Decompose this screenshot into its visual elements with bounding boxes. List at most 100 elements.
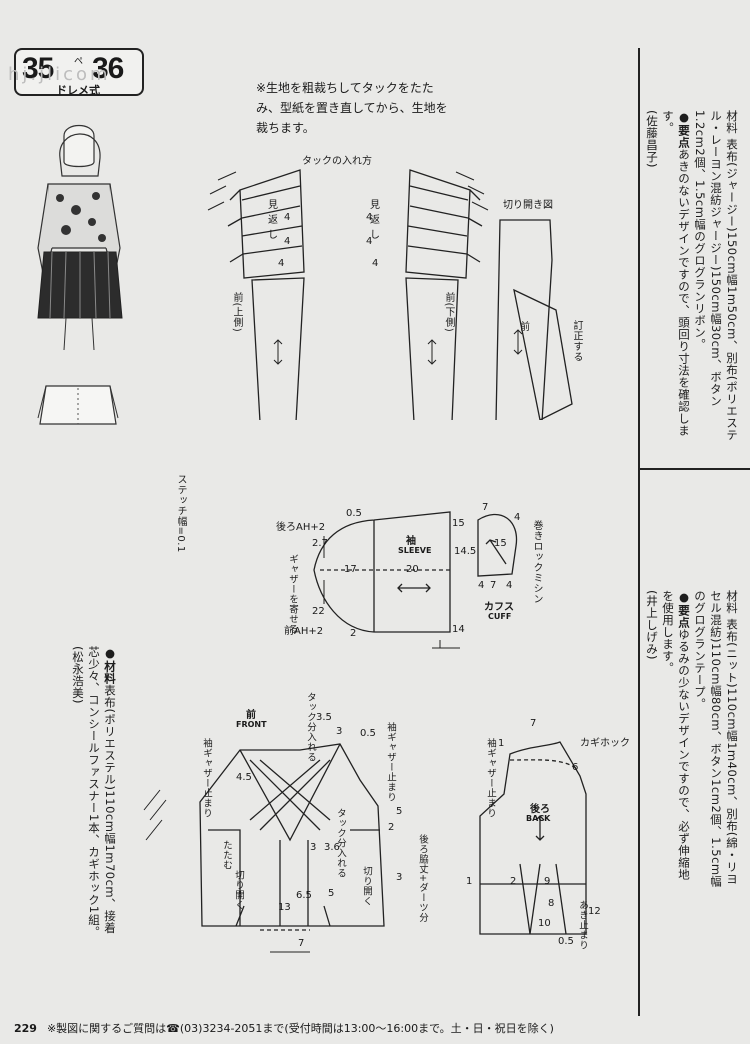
footer: 229 ※製図に関するご質問は☎(03)3234-2051まで(受付時間は13:0… — [14, 1020, 554, 1036]
sleeve-17: 17 — [344, 564, 357, 575]
front-35: 3.5 — [316, 712, 332, 723]
front-3b: 3 — [310, 842, 317, 853]
drafting-method: ドレメ式 — [56, 84, 100, 97]
sleeve-2: 2 — [350, 628, 357, 639]
front-5b: 5 — [328, 888, 335, 899]
back-2: 2 — [510, 876, 517, 887]
tuck-4d: 4 — [366, 212, 373, 223]
front-label-en: FRONT — [236, 720, 267, 729]
materials-bottom-right-point: ゆるみの少ないデザインですので、必ず伸縮地を使用します。 — [661, 590, 691, 881]
back-label-en: BACK — [526, 814, 551, 823]
page-number-badge: 35 ペ 36 ドレメ式 — [14, 48, 144, 97]
sleeve-20: 20 — [406, 564, 419, 575]
front-65: 6.5 — [296, 890, 312, 901]
page-badge-right: 36 — [92, 52, 124, 85]
sleeve-cuff-diagram — [313, 511, 518, 649]
cut-note: ※生地を粗裁ちしてタックをたたみ、型紙を置き直してから、生地を裁ちます。 — [256, 81, 448, 135]
column-divider-vertical — [638, 48, 640, 1016]
tuck-4e: 4 — [366, 236, 373, 247]
front-36: 3.6 — [324, 842, 340, 853]
front-5: 5 — [396, 806, 403, 817]
page-badge-tiny: ペ — [74, 57, 84, 67]
materials-left-credit: (松永浩美) — [71, 646, 85, 704]
overlock-label: 巻きロックミシン — [531, 520, 542, 604]
footer-contact: ※製図に関するご質問は☎(03)3234-2051まで(受付時間は13:00〜1… — [46, 1022, 554, 1035]
front-13: 13 — [278, 902, 291, 913]
cuff-4c: 4 — [506, 580, 513, 591]
tuck-4b: 4 — [284, 236, 291, 247]
back-12: 12 — [588, 906, 601, 917]
tuck-4c: 4 — [278, 258, 285, 269]
gather-sleeve-label: ギャザーを寄せる — [287, 554, 298, 634]
back-8: 8 — [548, 898, 555, 909]
back-10: 10 — [538, 918, 551, 929]
materials-left-body: 表布(ポリエステル)110cm幅1m70cm、接着芯少々、コンシールファスナー1… — [87, 646, 117, 938]
column-divider-horizontal — [638, 468, 750, 470]
sleeve-gather-stop-back: 袖ギャザー止まり — [485, 738, 496, 818]
front-05: 0.5 — [360, 728, 376, 739]
tuck-title: タックの入れ方 — [302, 156, 372, 167]
correct-line-label: 訂正する — [571, 320, 582, 362]
back-ah-label: 後ろAH+2 — [276, 522, 326, 533]
back-05: 0.5 — [558, 936, 574, 947]
sleeve-15: 15 — [452, 518, 465, 529]
cuff-145: 14.5 — [454, 546, 477, 557]
materials-top-right-point: あきのないデザインですので、頭回り寸法を確認します。 — [661, 110, 691, 437]
back-1b: 1 — [466, 876, 473, 887]
front-3c: 3 — [396, 872, 403, 883]
materials-top-right-body: 材料 表布(ジャージー)150cm幅1m50cm、別布(ポリエステル・レーヨン混… — [693, 110, 739, 441]
front-bodice-diagram — [143, 743, 385, 953]
sleeve-label: 袖 — [406, 536, 416, 547]
front-2: 2 — [388, 822, 395, 833]
cuff-7b: 7 — [490, 580, 497, 591]
mikaeshi-left: 見返し — [268, 200, 278, 241]
front-45: 4.5 — [236, 772, 252, 783]
materials-top-right: 材料 表布(ジャージー)150cm幅1m50cm、別布(ポリエステル・レーヨン混… — [645, 110, 740, 450]
cut-open-right: 切り開く — [361, 866, 372, 906]
back-bodice-diagram — [479, 741, 587, 935]
materials-bottom-right: 材料 表布(ニット)110cm幅1m40cm、別布(綿・リヨセル混紡)110cm… — [645, 590, 740, 890]
slash-front-label: 前 — [520, 322, 530, 333]
sleeve-22: 22 — [312, 606, 325, 617]
mikaeshi-right: 見返し — [370, 200, 380, 241]
sleeve-label-en: SLEEVE — [398, 546, 432, 555]
cuff-7: 7 — [482, 502, 489, 513]
tuck-in-label: タック分入れる — [305, 692, 316, 762]
sleeve-05: 0.5 — [346, 508, 362, 519]
back-1: 1 — [498, 738, 505, 749]
model-illustration — [37, 124, 123, 425]
front-label: 前 — [246, 710, 256, 721]
sleeve-gather-stop-right: 袖ギャザー止まり — [385, 722, 396, 802]
tuck-4f: 4 — [372, 258, 379, 269]
sleeve-27: 2.7 — [312, 538, 328, 549]
materials-left: ●材料表布(ポリエステル)110cm幅1m70cm、接着芯少々、コンシールファス… — [70, 646, 118, 946]
slit-stop-label: あき止まり — [577, 900, 588, 950]
front-ah-label: 前AH+2 — [284, 626, 324, 637]
slash-title: 切り開き図 — [503, 200, 553, 211]
front-3: 3 — [336, 726, 343, 737]
materials-left-title: ●材料 — [103, 646, 117, 685]
cuff-label: カフス — [484, 602, 514, 613]
cuff-15: 15 — [494, 538, 507, 549]
back-6: 6 — [572, 762, 579, 773]
materials-bottom-right-body: 材料 表布(ニット)110cm幅1m40cm、別布(綿・リヨセル混紡)110cm… — [693, 590, 739, 888]
cut-open-left: 切り開く — [233, 870, 244, 910]
back-label: 後ろ — [530, 804, 550, 815]
back-side-dart-label: 後ろ脇丈+ダーツ分 — [417, 834, 428, 923]
tuck-diagrams — [207, 169, 573, 420]
cuff-4: 4 — [514, 512, 521, 523]
hook-label: カギホック — [580, 738, 630, 749]
fold-label: たたむ — [221, 840, 232, 870]
materials-top-right-point-title: ●要点 — [677, 110, 691, 149]
front-7: 7 — [298, 938, 305, 949]
sleeve-14: 14 — [452, 624, 465, 635]
tuck-in-label-2: タック分入れる — [335, 808, 346, 878]
front-top-label: 前(上側) — [231, 292, 242, 333]
page-badge-left: 35 — [22, 52, 54, 85]
cuff-label-en: CUFF — [488, 612, 512, 621]
tuck-4a: 4 — [284, 212, 291, 223]
page-number: 229 — [14, 1022, 37, 1035]
materials-top-right-credit: (佐藤昌子) — [645, 110, 659, 168]
back-7: 7 — [530, 718, 537, 729]
